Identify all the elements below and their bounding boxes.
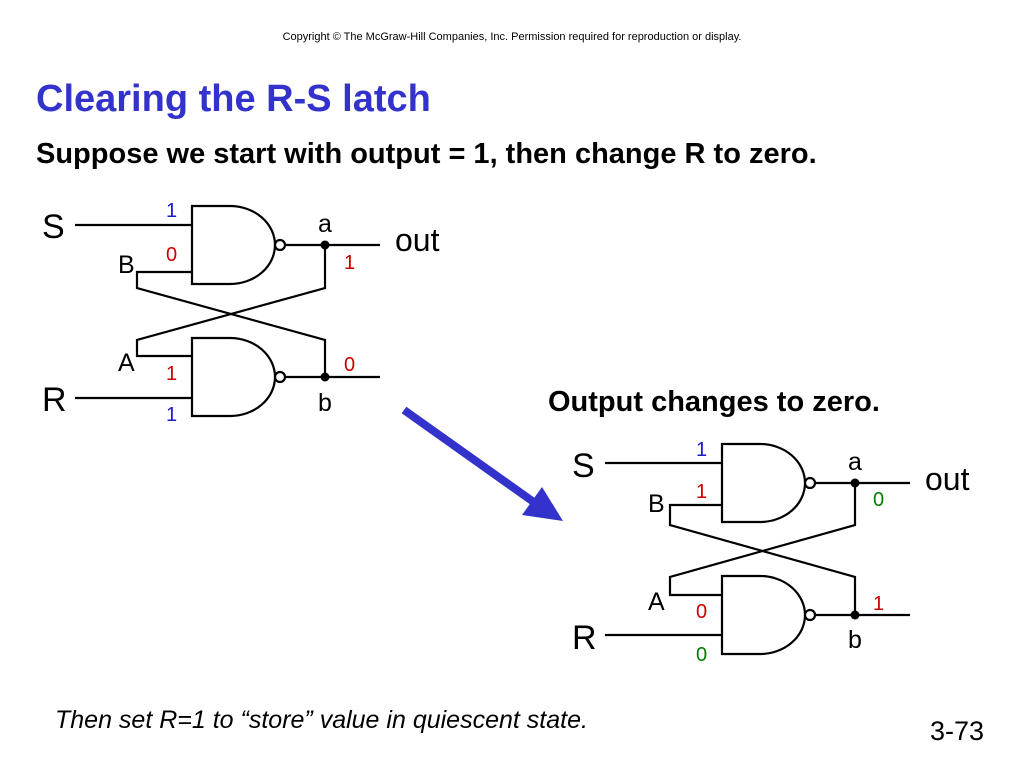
label-s-2: S — [572, 447, 595, 485]
subtitle: Suppose we start with output = 1, then c… — [36, 138, 817, 170]
slide-number: 3-73 — [930, 716, 985, 746]
latch-after: S R B A a b out 1 1 0 1 0 0 — [572, 439, 970, 666]
wire-a-input — [135, 245, 327, 358]
nand-gate-top — [190, 204, 277, 286]
wire-a-input-2 — [668, 483, 857, 597]
junction-dot-a-2 — [850, 478, 860, 488]
value-a: 1 — [344, 252, 355, 274]
label-a-input-2: A — [648, 588, 665, 616]
nand-bubble-top — [273, 238, 287, 252]
label-a-node-2: a — [848, 448, 862, 476]
value-b-2: 1 — [696, 481, 707, 503]
value-a-2: 0 — [873, 489, 884, 511]
label-s: S — [42, 208, 65, 246]
label-b-input-2: B — [648, 490, 665, 518]
value-r-2: 0 — [696, 644, 707, 666]
value-b-node: 0 — [344, 354, 355, 376]
value-b-node-2: 1 — [873, 593, 884, 615]
output-note: Output changes to zero. — [548, 386, 880, 418]
nand-bubble-bottom-2 — [803, 608, 817, 622]
label-a-node: a — [318, 210, 332, 238]
label-b-node: b — [318, 389, 332, 417]
nand-bubble-bottom — [273, 370, 287, 384]
label-b-input: B — [118, 251, 135, 279]
value-s: 1 — [166, 200, 177, 222]
value-b: 0 — [166, 244, 177, 266]
label-r-2: R — [572, 619, 597, 657]
latch-before: S R B A a b out 1 0 1 0 1 1 — [42, 200, 440, 426]
wire-b-input — [135, 270, 327, 377]
nand-gate-bottom-2 — [720, 574, 807, 656]
junction-dot-b — [320, 372, 330, 382]
page-title: Clearing the R-S latch — [36, 78, 431, 120]
copyright-notice: Copyright © The McGraw-Hill Companies, I… — [282, 31, 742, 43]
label-r: R — [42, 381, 67, 419]
label-out-2: out — [925, 461, 970, 497]
label-a-input: A — [118, 349, 135, 377]
value-a-input-2: 0 — [696, 601, 707, 623]
nand-gate-top-2 — [720, 442, 807, 524]
label-out: out — [395, 222, 440, 258]
transition-arrow — [401, 406, 563, 521]
value-r: 1 — [166, 404, 177, 426]
label-b-node-2: b — [848, 626, 862, 654]
junction-dot-b-2 — [850, 610, 860, 620]
value-a-input: 1 — [166, 363, 177, 385]
value-s-2: 1 — [696, 439, 707, 461]
footer-note: Then set R=1 to “store” value in quiesce… — [55, 706, 588, 734]
wire-b-input-2 — [668, 503, 857, 615]
nand-bubble-top-2 — [803, 476, 817, 490]
junction-dot-a — [320, 240, 330, 250]
nand-gate-bottom — [190, 336, 277, 418]
